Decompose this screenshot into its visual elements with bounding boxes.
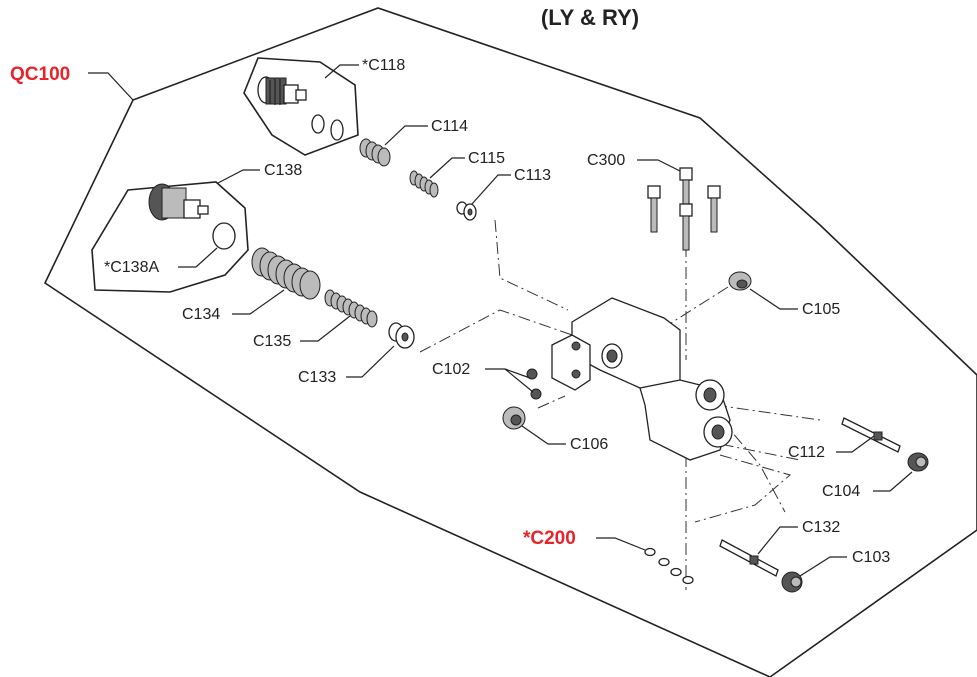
label-c113: C113 (514, 167, 551, 184)
label-c103: C103 (852, 549, 890, 566)
label-c112: C112 (788, 444, 825, 461)
c138-valve-cartridge (148, 183, 209, 221)
c135-spring (324, 289, 378, 328)
label-c300: C300 (587, 152, 625, 169)
c102-screws (526, 368, 542, 400)
label-c138: C138 (264, 162, 302, 179)
label-c114: C114 (431, 118, 468, 135)
c118-kit-outline (243, 57, 359, 156)
label-c115: C115 (468, 150, 505, 167)
label-c104: C104 (822, 483, 860, 500)
assembly-center-lines (419, 219, 821, 590)
label-c132: C132 (802, 519, 840, 536)
c103-plug (781, 571, 803, 593)
label-c135: C135 (253, 333, 291, 350)
label-c106: C106 (570, 436, 608, 453)
c138-kit-outline (91, 181, 249, 293)
c200-o-rings (644, 547, 694, 585)
c106-plug (502, 406, 526, 430)
c134-large-spring (251, 247, 321, 300)
c104-plug (907, 452, 929, 472)
c105-plug (728, 271, 752, 291)
c112-needle-rod (841, 417, 901, 453)
label-c118: *C118 (362, 57, 405, 74)
c300-cap-screws (647, 167, 721, 251)
qc100-kit-outline (43, 7, 977, 677)
c113-spring-seat (456, 201, 477, 221)
leader-lines (88, 64, 913, 577)
diagram-title: (LY & RY) (541, 5, 639, 30)
label-c138a: *C138A (104, 259, 159, 276)
c114-spring (359, 138, 391, 167)
c132-needle-rod (719, 539, 779, 577)
c138a-o-ring (212, 222, 236, 250)
c118-o-rings (311, 114, 344, 141)
label-c133: C133 (298, 369, 336, 386)
manifold-body (551, 297, 733, 461)
c133-spring-seat (388, 322, 415, 349)
label-c105: C105 (802, 301, 840, 318)
c115-spring (409, 170, 439, 198)
label-c200: *C200 (523, 528, 576, 549)
label-c102: C102 (432, 361, 470, 378)
c118-valve-cartridge (257, 76, 307, 105)
label-qc100: QC100 (10, 64, 70, 85)
label-c134: C134 (182, 306, 220, 323)
